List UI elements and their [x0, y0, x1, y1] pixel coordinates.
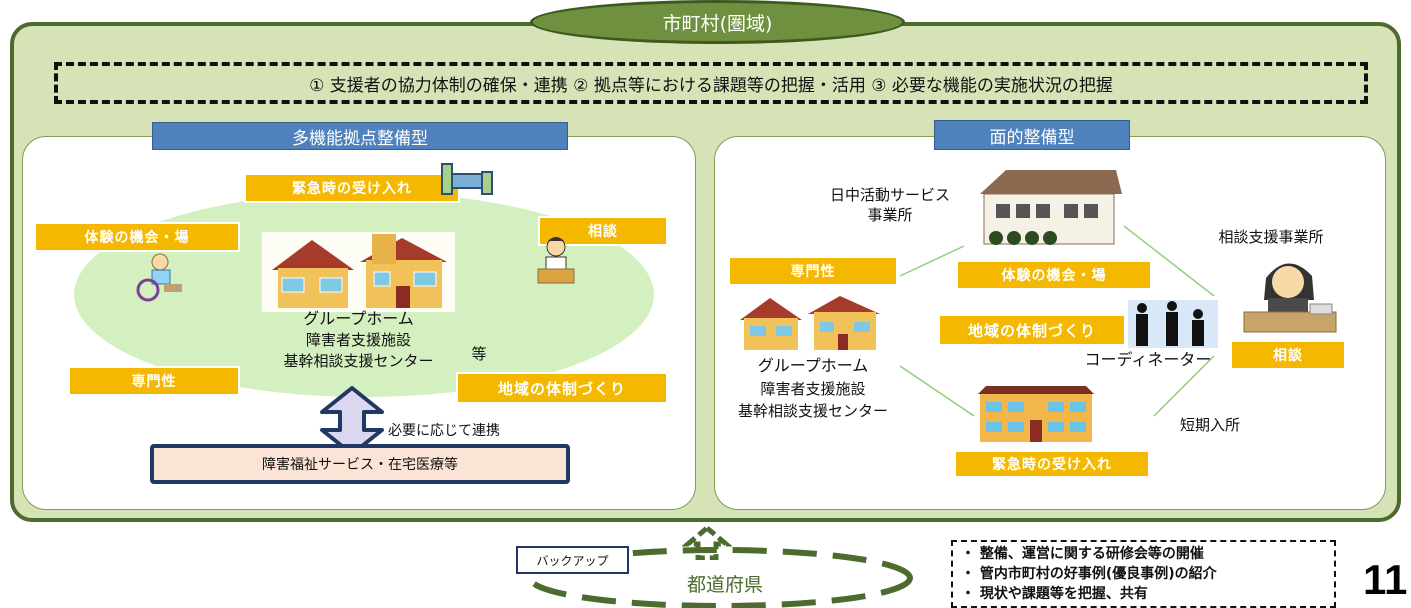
right-group-home-house-icon [740, 296, 880, 350]
left-experience-label: 体験の機会・場 [34, 222, 240, 252]
left-emergency-label: 緊急時の受け入れ [244, 173, 460, 203]
left-community-label: 地域の体制づくり [456, 372, 668, 404]
left-expertise-label: 専門性 [68, 366, 240, 396]
right-center-line-2: 障害者支援施設 [760, 380, 866, 398]
goals-banner: ① 支援者の協力体制の確保・連携 ② 拠点等における課題等の把握・活用 ③ 必要… [54, 62, 1368, 104]
prefecture-support-list: 整備、運営に関する研修会等の開催 管内市町村の好事例(優良事例)の紹介 現状や課… [951, 540, 1336, 608]
backup-label: バックアップ [516, 546, 629, 574]
short-stay-building-icon [978, 386, 1094, 442]
support-item: 管内市町村の好事例(優良事例)の紹介 [961, 564, 1326, 584]
prefecture-dashed-oval [527, 547, 913, 608]
page-number: 11 [1363, 556, 1408, 603]
day-service-building-icon [980, 170, 1122, 245]
right-center-line-1: グループホーム [757, 356, 869, 375]
left-center-line-1: グループホーム [303, 309, 414, 328]
right-experience-label: 体験の機会・場 [956, 260, 1152, 290]
coordinator-label: コーディネーター [1084, 350, 1212, 369]
group-home-house-icon [262, 232, 455, 312]
up-arrow-icon [682, 526, 732, 560]
short-stay-label: 短期入所 [1179, 416, 1240, 434]
day-service-line-2: 事業所 [867, 206, 913, 224]
area-panel-title: 面的整備型 [934, 120, 1130, 150]
support-item: 現状や課題等を把握、共有 [961, 584, 1326, 604]
left-center-line-3: 基幹相談支援センター [283, 352, 434, 370]
right-consultation-label: 相談 [1230, 340, 1346, 370]
consultant-icon [537, 237, 575, 284]
bed-icon [441, 163, 493, 195]
support-item: 整備、運営に関する研修会等の開催 [961, 544, 1326, 564]
services-box: 障害福祉サービス・在宅医療等 [150, 444, 570, 484]
multifunction-panel-title: 多機能拠点整備型 [152, 122, 568, 150]
day-service-line-1: 日中活動サービス [829, 186, 950, 204]
right-community-label: 地域の体制づくり [938, 314, 1126, 346]
left-consultation-label: 相談 [538, 216, 668, 246]
prefecture-label: 都道府県 [686, 574, 763, 596]
office-worker-icon [1243, 263, 1337, 333]
left-center-line-2: 障害者支援施設 [305, 331, 411, 349]
people-silhouette-icon [1128, 300, 1218, 348]
network-lines [899, 225, 1215, 417]
municipality-label: 市町村(圏域) [530, 0, 905, 44]
right-center-line-3: 基幹相談支援センター [737, 402, 888, 420]
consult-office-label: 相談支援事業所 [1218, 228, 1324, 246]
right-emergency-label: 緊急時の受け入れ [954, 450, 1150, 478]
wheelchair-person-icon [136, 253, 182, 302]
left-etc-label: 等 [471, 345, 487, 363]
link-label: 必要に応じて連携 [388, 423, 500, 439]
right-expertise-label: 専門性 [728, 256, 898, 286]
